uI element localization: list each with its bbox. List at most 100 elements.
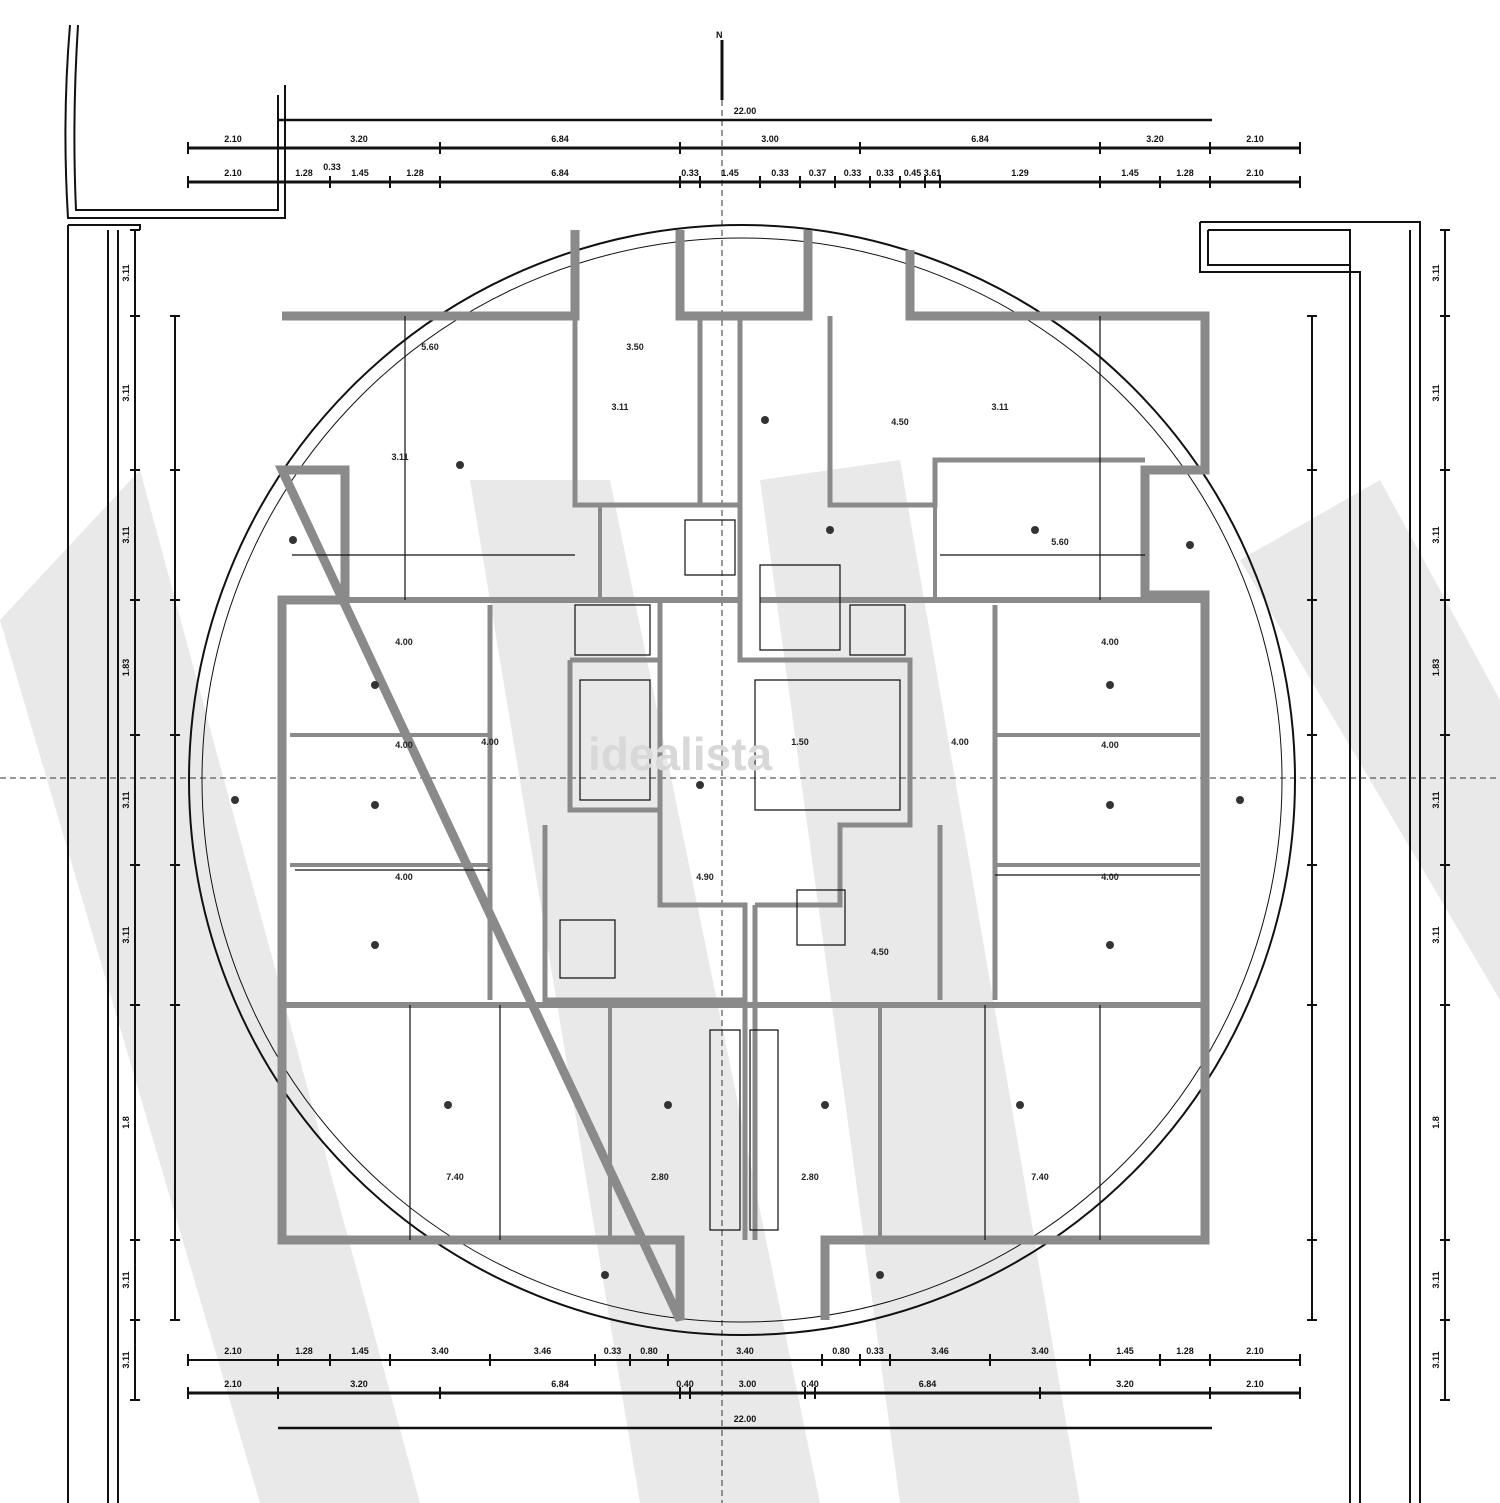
dimension-label: 3.20 xyxy=(1146,134,1164,144)
dimension-label: 3.11 xyxy=(121,526,131,543)
room-dimension-label: 2.80 xyxy=(651,1172,669,1182)
dimension-overall-bottom: 22.00 xyxy=(278,1414,1212,1430)
dimension-label: 2.10 xyxy=(224,1379,242,1389)
ceiling-point-marker xyxy=(876,1271,884,1279)
ceiling-point-marker xyxy=(1031,526,1039,534)
dimension-label: 3.11 xyxy=(1431,791,1441,808)
dimension-label: 2.10 xyxy=(224,168,242,178)
dimension-label: 1.45 xyxy=(351,1346,369,1356)
dimension-label: 1.28 xyxy=(406,168,424,178)
dimension-overall-top: 22.00 xyxy=(278,106,1212,122)
dimension-label: 0.45 xyxy=(904,168,922,178)
dimension-label: 3.40 xyxy=(1031,1346,1049,1356)
dimension-label: 3.20 xyxy=(350,1379,368,1389)
dimension-label: 6.84 xyxy=(551,168,569,178)
watermark-text: idealista xyxy=(588,728,773,780)
dimension-label: 22.00 xyxy=(734,1414,757,1424)
dimension-label: 3.11 xyxy=(1431,384,1441,401)
dimension-chain-top_row2: 2.10 1.28 1.45 1.28 6.84 0.33 1.45 0.33 0.37 0.33… xyxy=(187,168,1301,188)
dimension-chain-side_right: 3.113.113.111.833.113.111.83.113.11 xyxy=(1431,229,1450,1401)
ceiling-point-marker xyxy=(601,1271,609,1279)
center-lines xyxy=(0,40,1500,1503)
dimension-label: 0.33 xyxy=(604,1346,622,1356)
room-dimension-label: 3.50 xyxy=(626,342,644,352)
dimension-label: 1.45 xyxy=(721,168,739,178)
dimension-label: 1.45 xyxy=(351,168,369,178)
dimension-label: 2.10 xyxy=(1246,1379,1264,1389)
ceiling-point-marker xyxy=(696,781,704,789)
dimension-label: 0.33 xyxy=(771,168,789,178)
dimension-label: 3.11 xyxy=(121,384,131,401)
room-dimension-label: 5.60 xyxy=(421,342,439,352)
dimension-label: 3.40 xyxy=(736,1346,754,1356)
dimension-label: 0.80 xyxy=(640,1346,658,1356)
dimension-label: 0.37 xyxy=(809,168,827,178)
dimension-label: 0.33 xyxy=(323,162,341,172)
dimension-label: 1.28 xyxy=(295,1346,313,1356)
ceiling-point-marker xyxy=(231,796,239,804)
dimension-label: 3.11 xyxy=(121,1351,131,1368)
room-dimension-label: 3.11 xyxy=(991,402,1008,412)
room-dimension-label: 7.40 xyxy=(446,1172,464,1182)
room-dimension-label: 4.00 xyxy=(395,637,413,647)
dimension-label: 0.40 xyxy=(676,1379,694,1389)
dimension-label: 0.80 xyxy=(832,1346,850,1356)
dimension-chain-side_right_inner xyxy=(1307,315,1317,1321)
dimension-label: 1.83 xyxy=(1431,659,1441,677)
ceiling-point-marker xyxy=(444,1101,452,1109)
dimension-label: 3.11 xyxy=(121,1271,131,1288)
dimension-label: 3.40 xyxy=(431,1346,449,1356)
dimension-label: 22.00 xyxy=(734,106,757,116)
dimension-label: 3.11 xyxy=(121,926,131,943)
dimension-label: 2.10 xyxy=(1246,1346,1264,1356)
ceiling-point-marker xyxy=(1106,681,1114,689)
room-dimension-label: 4.00 xyxy=(1101,872,1119,882)
dimension-label: 3.11 xyxy=(1431,926,1441,943)
dimension-label: 1.45 xyxy=(1116,1346,1134,1356)
room-dimension-label: 5.60 xyxy=(1051,537,1069,547)
dimension-chain-side_left: 3.113.113.111.833.113.111.83.113.11 xyxy=(121,229,140,1401)
ceiling-point-marker xyxy=(1016,1101,1024,1109)
dimension-label: 3.11 xyxy=(1431,526,1441,543)
dimension-label: 6.84 xyxy=(919,1379,937,1389)
dimension-label: 1.28 xyxy=(1176,168,1194,178)
ceiling-point-marker xyxy=(821,1101,829,1109)
dimension-label: 6.84 xyxy=(551,134,569,144)
dimension-label: 3.00 xyxy=(761,134,779,144)
dimension-label: 0.33 xyxy=(844,168,862,178)
dimension-label: 3.11 xyxy=(121,264,131,281)
ceiling-point-marker xyxy=(371,941,379,949)
dimension-chains: 22.00 22.00 0.33 2.10 3.20 6.84 3.00 6.84 3.20 2.… xyxy=(121,106,1450,1430)
dimension-label: 1.83 xyxy=(121,659,131,677)
ceiling-point-marker xyxy=(1236,796,1244,804)
circular-balcony xyxy=(188,224,1296,1336)
dimension-label: 1.29 xyxy=(1011,168,1029,178)
site-boundary xyxy=(64,24,1421,1503)
room-dimension-label: 3.11 xyxy=(611,402,628,412)
room-dimension-label: 4.00 xyxy=(481,737,499,747)
room-labels: 5.60 3.11 3.50 3.11 4.50 3.11 5.60 4.00 4.00 4.00… xyxy=(231,342,1244,1279)
ceiling-point-marker xyxy=(1106,801,1114,809)
dimension-label: 1.8 xyxy=(121,1116,131,1129)
dimension-label: 3.11 xyxy=(1431,1351,1441,1368)
dimension-label: 2.10 xyxy=(224,1346,242,1356)
dimension-label: 3.11 xyxy=(1431,264,1441,281)
room-dimension-label: 4.90 xyxy=(696,872,714,882)
room-dimension-label: 4.50 xyxy=(891,417,909,427)
dimension-label: 3.00 xyxy=(739,1379,757,1389)
dimension-label: 0.33 xyxy=(876,168,894,178)
ceiling-point-marker xyxy=(289,536,297,544)
ceiling-point-marker xyxy=(1186,541,1194,549)
dimension-label: 2.10 xyxy=(1246,168,1264,178)
dimension-label: 2.10 xyxy=(224,134,242,144)
room-dimension-label: 2.80 xyxy=(801,1172,819,1182)
north-marker-label: N xyxy=(716,30,723,40)
ceiling-point-marker xyxy=(826,526,834,534)
interior-lines xyxy=(292,316,1200,1240)
room-dimension-label: 3.11 xyxy=(391,452,408,462)
dimension-label: 1.45 xyxy=(1121,168,1139,178)
watermark-bands xyxy=(0,460,1500,1503)
dimension-label: 6.84 xyxy=(551,1379,569,1389)
